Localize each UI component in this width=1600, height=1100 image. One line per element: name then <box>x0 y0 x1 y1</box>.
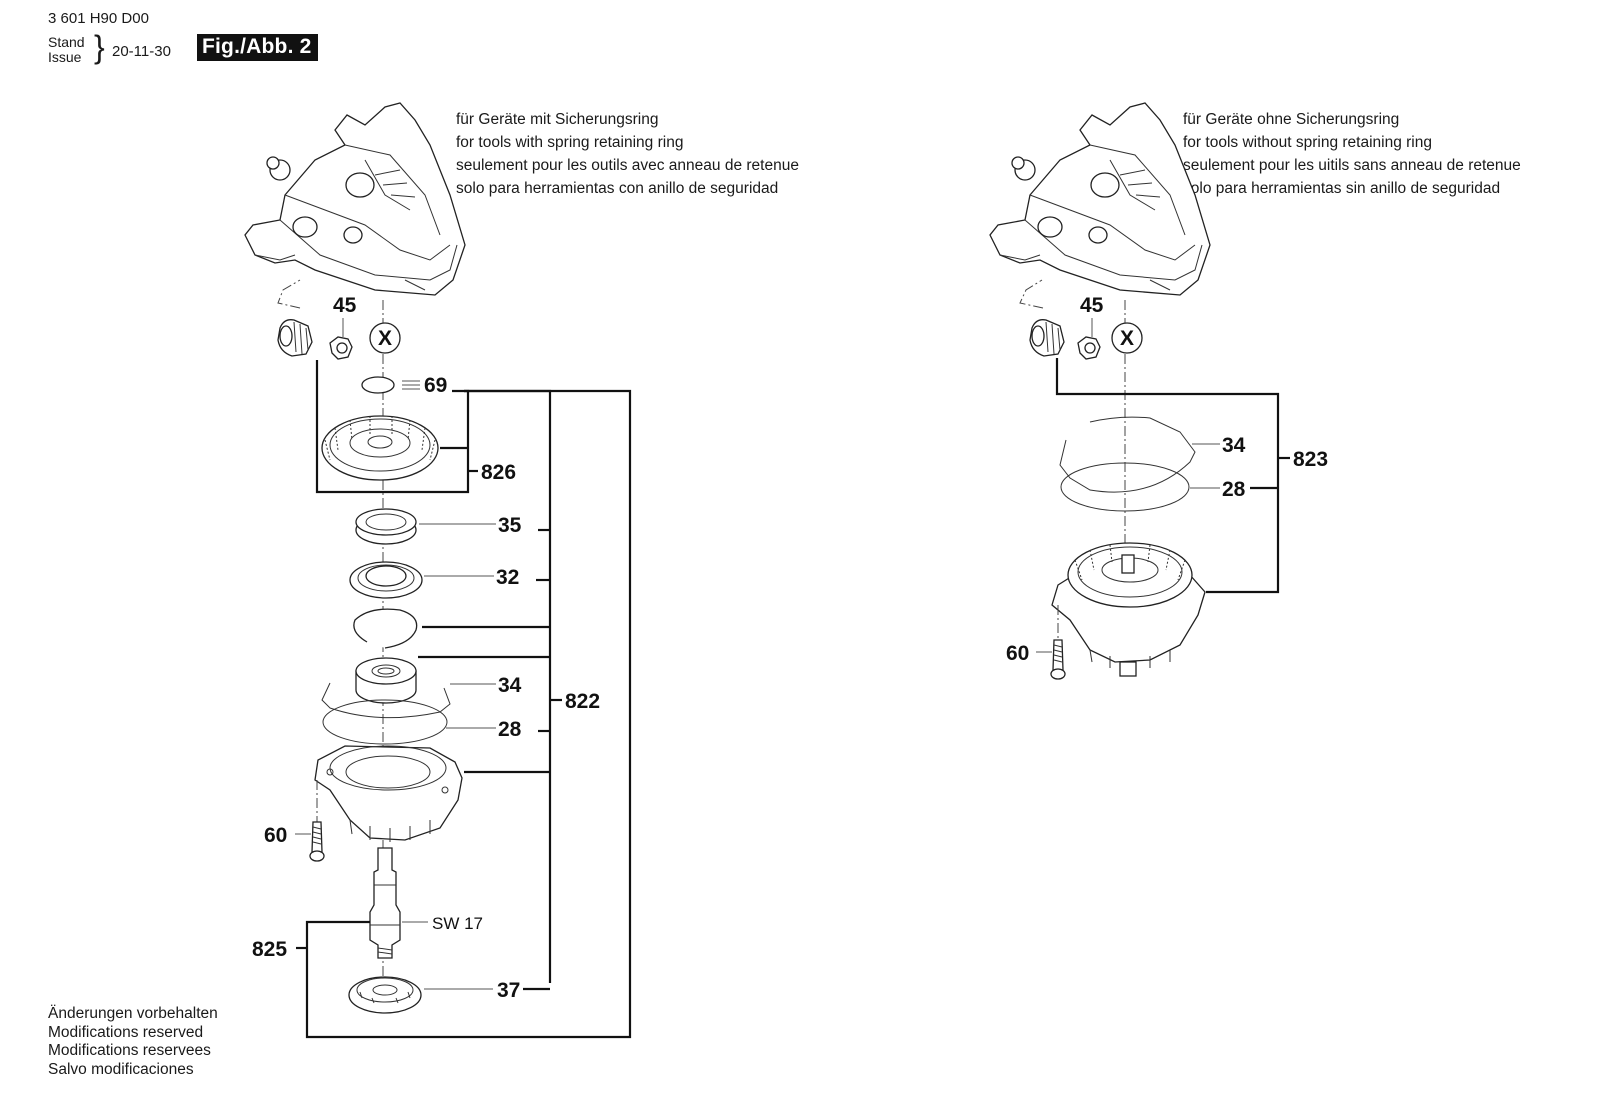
issue-date: 20-11-30 <box>112 43 171 60</box>
note-line: solo para herramientas con anillo de seg… <box>456 180 779 197</box>
spindle-wrench-size: SW 17 <box>432 914 483 933</box>
marker-x-text: X <box>1120 327 1134 350</box>
ball-bearing-37 <box>348 976 422 1014</box>
reference-marker-x-left: X <box>369 322 401 354</box>
note-with-retaining-ring: für Geräte mit Sicherungsring for tools … <box>456 108 799 200</box>
nut-45-right <box>1077 336 1101 360</box>
pinion-gear-right <box>1029 319 1065 357</box>
callout-34: 34 <box>498 674 522 697</box>
screw-60-left <box>309 821 325 862</box>
footer-line: Modifications reservees <box>48 1042 211 1059</box>
callout-60-left: 60 <box>264 824 287 847</box>
callout-45-right: 45 <box>1080 294 1104 317</box>
note-line: for tools with spring retaining ring <box>456 134 684 151</box>
bearing-34 <box>355 657 417 704</box>
footer-line: Änderungen vorbehalten <box>48 1005 218 1022</box>
stand-label: Stand <box>48 34 85 50</box>
footer-line: Modifications reserved <box>48 1023 204 1041</box>
callout-34-right: 34 <box>1222 434 1246 457</box>
screw-60-right <box>1050 639 1066 680</box>
spring-ring-34-right <box>1059 416 1196 493</box>
callout-32: 32 <box>496 566 519 589</box>
callout-35: 35 <box>498 514 522 537</box>
callout-60-right: 60 <box>1006 642 1029 665</box>
callout-28-right: 28 <box>1222 478 1246 501</box>
nut-45-left <box>329 336 353 360</box>
bracket-823 <box>1055 358 1280 594</box>
note-line: for tools without spring retaining ring <box>1183 134 1432 151</box>
callout-37: 37 <box>497 979 520 1002</box>
pinion-gear-left <box>277 319 313 357</box>
note-line: solo para herramientas sin anillo de seg… <box>1183 180 1501 197</box>
right-assembly: 45 X 823 34 28 <box>989 102 1328 680</box>
callout-825: 825 <box>252 938 287 961</box>
stand-issue-label: Stand Issue <box>48 35 85 65</box>
footer-line: Salvo modificaciones <box>48 1060 194 1078</box>
gear-housing-right <box>989 102 1211 296</box>
callout-826: 826 <box>481 461 516 484</box>
pinion-axis-left <box>277 279 301 309</box>
left-assembly: 45 X 69 826 35 <box>244 102 632 1039</box>
callout-69: 69 <box>424 374 447 397</box>
note-line: für Geräte ohne Sicherungsring <box>1183 111 1400 128</box>
spindle-left <box>369 847 401 959</box>
marker-x-text: X <box>378 327 392 350</box>
note-line: für Geräte mit Sicherungsring <box>456 111 659 128</box>
reference-marker-x-right: X <box>1111 322 1143 354</box>
bracket-825 <box>305 389 632 1039</box>
gear-housing-left <box>244 102 466 296</box>
bearing-flange-left <box>314 745 463 842</box>
callout-45: 45 <box>333 294 357 317</box>
note-line: seulement pour les outils avec anneau de… <box>456 157 799 174</box>
bearing-cover-32 <box>349 561 423 599</box>
issue-label: Issue <box>48 49 82 65</box>
leader-69 <box>402 380 420 390</box>
retaining-ring-69 <box>361 376 395 394</box>
part-number: 3 601 H90 D00 <box>48 10 149 27</box>
flange-with-gear-right <box>1051 542 1206 677</box>
o-ring-28 <box>322 699 448 745</box>
brace-glyph: } <box>94 29 105 65</box>
bracket-826 <box>315 360 470 494</box>
seal-ring-35 <box>355 508 417 545</box>
pinion-axis-right <box>1019 279 1044 309</box>
bevel-gear-left <box>321 415 439 481</box>
figure-label: Fig./Abb. 2 <box>197 34 318 61</box>
callout-823: 823 <box>1293 448 1328 471</box>
callout-822: 822 <box>565 690 600 713</box>
retaining-clip <box>353 608 418 649</box>
note-line: seulement pour les uitils sans anneau de… <box>1183 157 1521 174</box>
o-ring-28-right <box>1060 462 1190 512</box>
note-without-retaining-ring: für Geräte ohne Sicherungsring for tools… <box>1183 108 1521 200</box>
modifications-notice: Änderungen vorbehalten Modifications res… <box>48 1005 218 1079</box>
callout-28: 28 <box>498 718 522 741</box>
